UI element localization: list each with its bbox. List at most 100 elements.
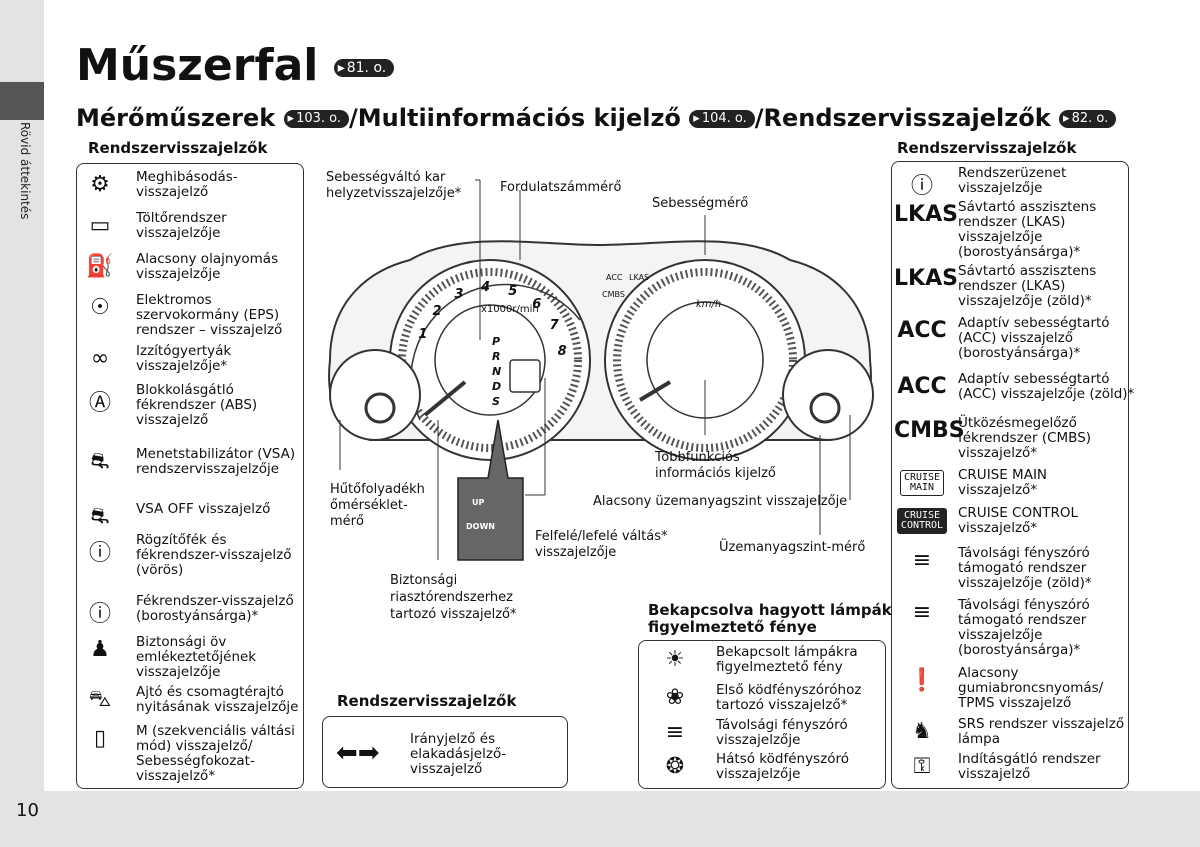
tach-number: 4 [480,280,491,296]
indicator-text: Rendszerüzenet visszajelzője [958,165,1067,196]
label-mid: Többfunkciós információs kijelző [655,450,776,481]
brake-red-icon: ⓘ [88,541,111,566]
tach-number: 6 [532,296,542,312]
middle-box-heading: Rendszervisszajelzők [337,692,517,710]
label-gear-position: Sebességváltó kar helyzetvisszajelzője* [326,170,461,202]
label-low-fuel: Alacsony üzemanyagszint visszajelzője [593,494,848,509]
temperature-knob [364,392,396,424]
indicator-text: Töltőrendszer visszajelzője [136,210,227,241]
indicator-text: Elektromos szervokormány (EPS) rendszer … [136,292,283,338]
cruise-main-icon: CRUISE MAIN [894,470,950,496]
indicator-text: M (szekvenciális váltási mód) visszajelz… [136,723,295,784]
battery-icon: ▭ [89,213,111,238]
high-beam-icon: ≡ [665,720,685,745]
cmbs-small-label: CMBS [602,290,625,299]
steering-wheel-icon: ☉ [90,295,110,320]
lamp-box-heading: Bekapcsolva hagyott lámpák figyelmeztető… [648,601,892,636]
indicator-text: Rögzítőfék és fékrendszer-visszajelző (v… [136,532,292,578]
lights-on-icon: ☀ [665,647,685,672]
indicator-text: Menetstabilizátor (VSA) rendszervisszaje… [136,446,296,477]
vsa-icon: ⛐ [90,449,110,474]
tach-number: 8 [557,344,567,360]
left-panel-heading: Rendszervisszajelzők [88,139,268,157]
indicator-text: Távolsági fényszóró támogató rendszer vi… [958,597,1090,658]
acc-small-label: ACC [606,273,623,282]
subtitle-ref2[interactable]: 104. o. [689,110,755,128]
speedometer-ticks [613,268,797,452]
subtitle-part3: /Rendszervisszajelzők [754,104,1051,132]
indicator-text: Adaptív sebességtartó (ACC) visszajelzőj… [958,371,1135,402]
acc-amber-icon: ACC [894,318,950,343]
subtitle-ref3[interactable]: 82. o. [1059,110,1117,128]
label-coolant: Hűtőfolyadékh őmérséklet- mérő [330,482,425,529]
left-panel [76,163,304,789]
subtitle-part2: /Multiinformációs kijelző [349,104,681,132]
acc-amber-icon-word: ACC [897,318,947,343]
engine-icon: ⚙ [90,172,110,197]
tach-number: 7 [549,318,559,334]
page-title: Műszerfal 81. o. [76,38,395,94]
page-number: 10 [16,800,39,821]
indicator-text: CRUISE MAIN visszajelző* [958,467,1048,498]
label-security: Biztonsági riasztórendszerhez tartozó vi… [390,573,517,622]
updown-callout [457,419,524,561]
acc-green-icon: ACC [894,374,950,399]
indicator-text: CRUISE CONTROL visszajelző* [958,505,1078,536]
door-open-icon: ⛍ [88,687,112,712]
label-speedometer: Sebességmérő [652,196,749,211]
speedometer-needle [638,380,672,402]
abs-icon: Ⓐ [88,391,111,416]
label-tachometer: Fordulatszámmérő [500,180,622,195]
tach-number: 2 [432,303,442,319]
acc-green-icon-word: ACC [897,374,947,399]
lkas-amber-icon: LKAS [894,202,958,227]
tach-number: 1 [418,327,428,343]
indicator-text: Első ködfényszóróhoz tartozó visszajelző… [716,682,862,713]
subtitle-part1: Mérőműszerek [76,104,276,132]
middle-box [322,716,568,788]
subtitle-ref1[interactable]: 103. o. [283,110,350,128]
instrument-cluster-illustration [328,179,874,561]
indicator-text: Hátsó ködfényszóró visszajelzője [716,751,849,782]
indicator-text: Blokkolásgátló fékrendszer (ABS) visszaj… [136,382,258,428]
indicator-text: Fékrendszer-visszajelző (borostyánsárga)… [136,593,294,624]
cruise-main-icon-badge: CRUISE MAIN [899,470,945,496]
m-gear-icon: ▯ [93,726,107,751]
glow-plug-icon: ∞ [90,346,110,371]
indicator-text: Távolsági fényszóró támogató rendszer vi… [958,545,1092,591]
speed-unit: km/h [696,299,722,310]
updown-up-label: UP [472,498,485,507]
vsa-off-icon: ⛐ [90,504,110,529]
info-icon: ⓘ [910,174,933,199]
srs-icon: ♞ [912,719,932,744]
brake-amber-icon: ⓘ [88,602,111,627]
lkas-green-icon: LKAS [894,266,958,291]
chapter-tab [0,82,44,120]
gear-letter: S [492,395,500,408]
updown-down-label: DOWN [466,522,495,531]
fuel-knob [809,392,841,424]
gear-letter: D [492,380,502,393]
cruise-control-icon: CRUISE CONTROL [894,508,950,534]
tach-number: 3 [454,287,464,303]
indicator-text: Alacsony olajnyomás visszajelzője [136,251,279,282]
indicator-text: VSA OFF visszajelző [136,501,271,517]
tpms-icon: ❗ [908,668,936,693]
indicator-text: Biztonsági öv emlékeztetőjének visszajel… [136,634,257,680]
indicator-text: Alacsony gumiabroncsnyomás/ TPMS visszaj… [958,665,1104,711]
oil-can-icon: ⛽ [86,254,114,279]
right-panel-heading: Rendszervisszajelzők [897,139,1077,157]
indicator-text: Ütközésmegelőző fékrendszer (CMBS) vissz… [958,415,1092,461]
auto-high-beam-amber-icon: ≡ [912,600,932,625]
label-fuel-gauge: Üzemanyagszint-mérő [719,540,866,555]
front-fog-icon: ❀ [665,685,685,710]
tachometer-needle [423,380,467,417]
gear-letter: N [492,365,502,378]
lkas-green-icon-word: LKAS [894,266,958,291]
seatbelt-icon: ♟ [90,637,110,662]
title-page-ref[interactable]: 81. o. [333,59,395,77]
indicator-text: Indításgátló rendszer visszajelző [958,751,1101,782]
lkas-small-label: LKAS [629,273,650,282]
side-label: Rövid áttekintés [18,122,32,220]
indicator-text: Távolsági fényszóró visszajelzője [716,717,848,748]
